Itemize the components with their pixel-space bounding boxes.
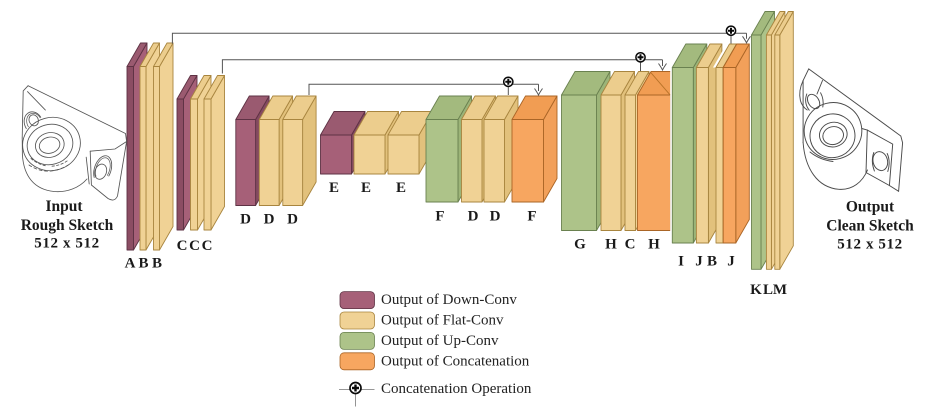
svg-text:C: C — [625, 237, 636, 253]
svg-text:512 x 512: 512 x 512 — [34, 236, 99, 252]
svg-text:B: B — [152, 256, 162, 272]
svg-text:H: H — [648, 237, 660, 253]
svg-text:Concatenation Operation: Concatenation Operation — [381, 381, 532, 397]
svg-text:C: C — [202, 238, 213, 254]
svg-text:E: E — [361, 180, 371, 196]
svg-text:G: G — [574, 237, 586, 253]
svg-text:C: C — [189, 238, 200, 254]
svg-text:Output: Output — [846, 199, 895, 216]
svg-text:D: D — [490, 209, 501, 225]
svg-text:F: F — [527, 209, 536, 225]
svg-text:B: B — [138, 256, 148, 272]
svg-text:D: D — [240, 212, 251, 228]
svg-text:M: M — [773, 282, 787, 298]
svg-text:J: J — [727, 254, 735, 270]
svg-text:Clean Sketch: Clean Sketch — [826, 218, 914, 235]
svg-text:E: E — [329, 180, 339, 196]
svg-text:Output of Down-Conv: Output of Down-Conv — [381, 292, 517, 308]
svg-text:Input: Input — [45, 198, 83, 215]
svg-text:D: D — [468, 209, 479, 225]
svg-text:Rough Sketch: Rough Sketch — [21, 217, 114, 234]
svg-text:D: D — [264, 212, 275, 228]
svg-text:Output of Up-Conv: Output of Up-Conv — [381, 333, 499, 349]
svg-text:512 x 512: 512 x 512 — [837, 237, 902, 253]
svg-text:Output of Concatenation: Output of Concatenation — [381, 353, 530, 369]
svg-text:I: I — [678, 254, 684, 270]
svg-text:L: L — [763, 282, 773, 298]
svg-text:A: A — [125, 256, 136, 272]
svg-text:K: K — [750, 282, 762, 298]
svg-text:E: E — [396, 180, 406, 196]
svg-text:J: J — [695, 254, 703, 270]
svg-text:D: D — [287, 212, 298, 228]
svg-text:H: H — [605, 237, 617, 253]
svg-text:C: C — [177, 238, 188, 254]
svg-text:B: B — [707, 254, 717, 270]
svg-text:Output of Flat-Conv: Output of Flat-Conv — [381, 313, 504, 329]
svg-text:F: F — [435, 209, 444, 225]
